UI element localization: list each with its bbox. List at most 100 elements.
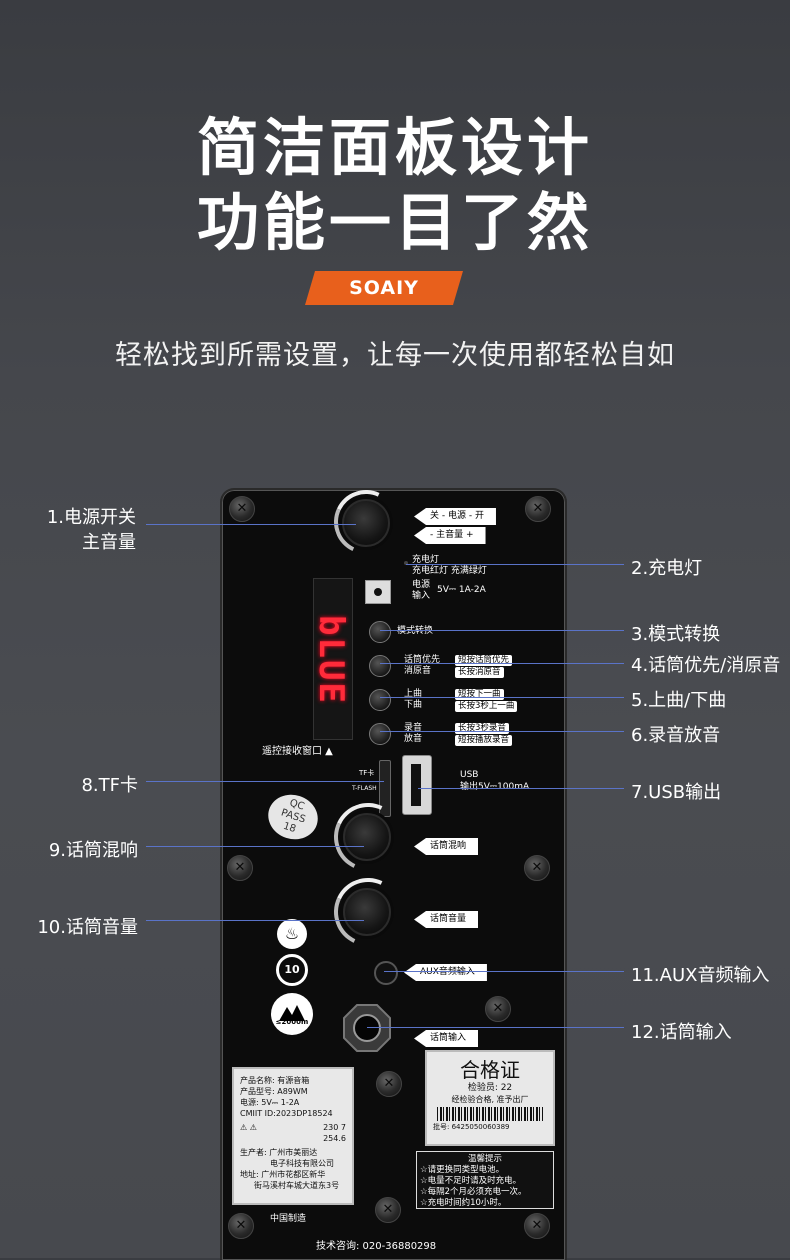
screw-icon (525, 496, 551, 522)
screw-icon (485, 996, 511, 1022)
eco-10-icon: 10 (276, 954, 308, 986)
charge-led (404, 561, 408, 565)
power-volume-knob[interactable] (342, 499, 390, 547)
track-box-2: 长按3秒上一曲 (455, 701, 518, 712)
callout-tf: 8.TF卡 (81, 775, 138, 796)
address-line: 街马溪村车城大道东3号 (254, 1181, 340, 1190)
callout-reverb: 9.话筒混响 (48, 840, 138, 861)
led-display (313, 578, 353, 740)
callout-line (367, 1027, 624, 1028)
spec-row: 产品型号: A89WM (240, 1087, 308, 1096)
display-text: bLUE (311, 615, 351, 705)
aux-tag: AUX音频输入 (404, 964, 487, 981)
rec-box-1: 长按3秒录音 (455, 723, 509, 734)
maker-line: 生产者: 广州市美丽达 (240, 1148, 318, 1157)
dc-label-1: 电源 (412, 580, 431, 590)
warning-icon: ⚠ ⚠ (240, 1123, 257, 1132)
track-box-1: 短按下一曲 (455, 689, 504, 700)
charge-desc: 充电红灯 充满绿灯 (412, 566, 487, 576)
usb-port[interactable] (402, 755, 432, 815)
callout-line (146, 524, 356, 525)
callout-mode: 3.模式转换 (631, 624, 721, 645)
hotline: 技术咨询: 020-36880298 (316, 1241, 437, 1252)
callout-track: 5.上曲/下曲 (631, 690, 727, 711)
spec-num: 254.6 (323, 1134, 346, 1143)
reverb-tag: 话筒混响 (414, 838, 479, 855)
volume-tag: - 主音量 + (414, 527, 486, 544)
ir-window-label: 遥控接收窗口 ▲ (262, 746, 333, 757)
tips-title: 温馨提示 (467, 1154, 502, 1164)
track-button[interactable] (369, 689, 391, 711)
mic-label-2: 消原音 (404, 666, 432, 676)
tip-item: ☆请更换同类型电池。 (420, 1165, 505, 1175)
spec-row: 电源: 5V⎓ 1-2A (240, 1098, 300, 1107)
screw-icon (376, 1071, 402, 1097)
callout-aux: 11.AUX音频输入 (631, 965, 770, 986)
screw-icon (524, 855, 550, 881)
certificate-sticker: 合格证 检验员: 22 经检验合格, 准予出厂 批号: 642505006038… (425, 1050, 555, 1146)
altitude-icon (271, 993, 313, 1035)
mic-volume-tag: 话筒音量 (414, 911, 479, 928)
brand-badge (305, 271, 463, 305)
callout-power-switch: 1.电源开关 (46, 507, 136, 528)
tf-sub-label: T-FLASH (352, 785, 377, 792)
callout-line (380, 663, 624, 664)
track-label-1: 上曲 (404, 689, 423, 699)
charge-label: 充电灯 (412, 555, 440, 565)
mic-priority-button[interactable] (369, 655, 391, 677)
tf-label: TF卡 (359, 769, 375, 777)
usb-spec: 输出5V⎓100mA (460, 782, 530, 792)
screw-icon (524, 1213, 550, 1239)
callout-line (146, 920, 364, 921)
screw-icon (228, 1213, 254, 1239)
mode-label: 模式转换 (397, 626, 434, 636)
tip-item: ☆电量不足时请及时充电。 (420, 1176, 522, 1186)
record-button[interactable] (369, 723, 391, 745)
headline-line-1: 简洁面板设计 (196, 111, 593, 184)
spec-sticker: 产品名称: 有源音箱 产品型号: A89WM 电源: 5V⎓ 1-2A CMII… (232, 1067, 354, 1205)
rec-label-2: 放音 (404, 734, 423, 744)
tip-item: ☆充电时间约10小时。 (420, 1198, 507, 1208)
mic-input-tag: 话筒输入 (414, 1030, 479, 1047)
dc-input-jack[interactable] (365, 580, 391, 604)
mic-reverb-knob[interactable] (343, 813, 391, 861)
heat-resist-icon: ♨ (277, 919, 307, 949)
callout-line (380, 697, 624, 698)
callout-line (380, 731, 624, 732)
certificate-note: 经检验合格, 准予出厂 (451, 1095, 529, 1104)
mode-button[interactable] (369, 621, 391, 643)
mic-box-1: 短按话筒优先 (455, 655, 513, 666)
mic-box-2: 长按消原音 (455, 667, 504, 678)
rec-label-1: 录音 (404, 723, 423, 733)
power-tag: 关 - 电源 - 开 (414, 508, 496, 525)
callout-line (146, 781, 384, 782)
track-label-2: 下曲 (404, 700, 423, 710)
mic-input-jack[interactable] (342, 1003, 392, 1053)
usb-label: USB (460, 770, 479, 780)
mic-volume-knob[interactable] (343, 888, 391, 936)
callout-line (384, 971, 624, 972)
callout-mic-input: 12.话筒输入 (631, 1022, 732, 1043)
certificate-inspector: 检验员: 22 (467, 1083, 513, 1093)
aux-jack[interactable] (374, 961, 398, 985)
mic-label-1: 话筒优先 (404, 655, 441, 665)
barcode (437, 1107, 543, 1121)
altitude-label: ≤2000m (275, 1018, 309, 1026)
tip-item: ☆每隔2个月必须充电一次。 (420, 1187, 527, 1197)
dc-spec: 5V⎓ 1A-2A (437, 585, 486, 595)
made-in-label: 中国制造 (270, 1214, 307, 1224)
tf-card-slot[interactable] (379, 760, 391, 817)
warning-row: ⚠ ⚠ 230 7 254.6 (240, 1122, 346, 1144)
callout-record: 6.录音放音 (631, 725, 721, 746)
spec-num: 230 7 (323, 1123, 346, 1132)
maker-line: 电子科技有限公司 (270, 1159, 334, 1168)
callout-charge-led: 2.充电灯 (631, 558, 703, 579)
callout-line (418, 788, 624, 789)
screw-icon (227, 855, 253, 881)
callout-main-volume: 主音量 (82, 532, 136, 553)
callout-mic-priority: 4.话筒优先/消原音 (631, 655, 781, 676)
spec-row: 产品名称: 有源音箱 (240, 1076, 310, 1085)
certificate-title: 合格证 (460, 1058, 520, 1082)
tips-sticker: 温馨提示 ☆请更换同类型电池。 ☆电量不足时请及时充电。 ☆每隔2个月必须充电一… (416, 1151, 554, 1209)
callout-usb: 7.USB输出 (631, 782, 722, 803)
